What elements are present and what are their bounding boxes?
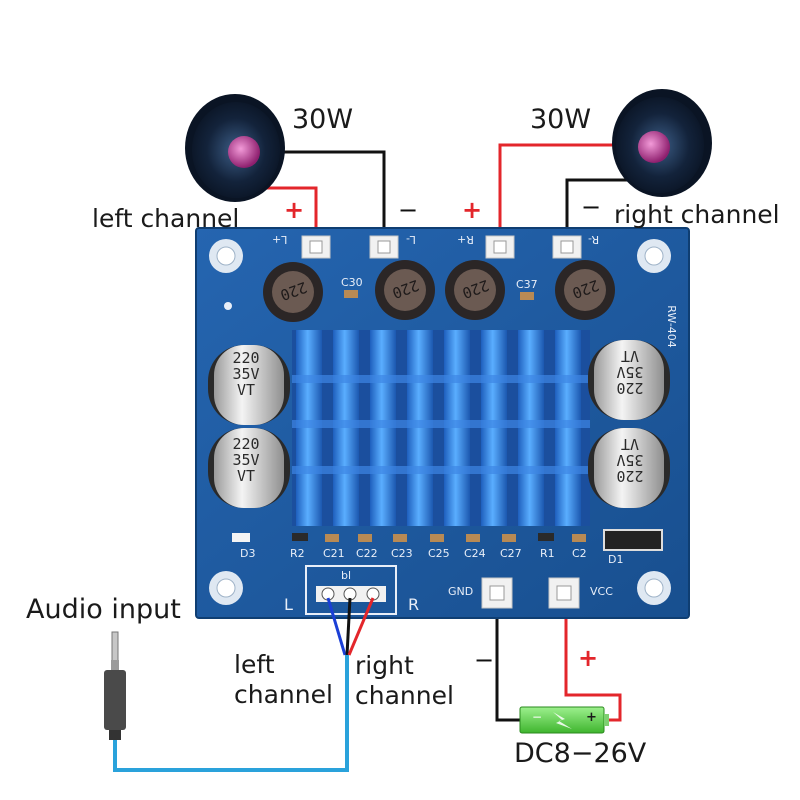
battery-negative-mark: − bbox=[532, 710, 543, 724]
input-header bbox=[305, 565, 397, 615]
power-wires bbox=[495, 598, 622, 722]
smd-components bbox=[232, 529, 663, 551]
smd-label-d3: D3 bbox=[240, 547, 256, 560]
smd-label-c22: C22 bbox=[356, 547, 378, 560]
ground-input-wire bbox=[345, 597, 352, 656]
smd-label-c21: C21 bbox=[323, 547, 345, 560]
input-header-marker: bl bbox=[341, 569, 352, 582]
power-plus-sign: + bbox=[578, 644, 599, 672]
mounting-holes bbox=[209, 239, 671, 605]
board-model-label: RW-404 bbox=[664, 305, 678, 348]
speaker-terminals bbox=[301, 235, 582, 259]
smd-label-c23: C23 bbox=[391, 547, 413, 560]
right-wire-label: right channel bbox=[355, 651, 454, 710]
power-minus-sign: − bbox=[474, 646, 495, 674]
left-speaker-power: 30W bbox=[292, 104, 354, 135]
left-speaker-icon bbox=[185, 94, 285, 202]
left-minus-sign: − bbox=[398, 196, 419, 224]
gnd-label: GND bbox=[448, 585, 474, 598]
terminal-label-left-plus: L+ bbox=[272, 233, 288, 246]
electrolytic-capacitors bbox=[208, 340, 670, 508]
power-terminals bbox=[481, 577, 580, 609]
smd-label-c2: C2 bbox=[572, 547, 587, 560]
right-speaker-red-wire bbox=[498, 143, 622, 240]
left-input-wire bbox=[326, 597, 347, 656]
battery-positive-mark: + bbox=[586, 710, 597, 725]
amplifier-board bbox=[195, 227, 690, 619]
audio-cable bbox=[113, 655, 349, 772]
terminal-label-left-minus: L- bbox=[406, 233, 416, 246]
input-label-l: L bbox=[284, 595, 293, 614]
left-speaker-black-wire bbox=[280, 150, 386, 240]
right-plus-sign: + bbox=[462, 196, 483, 224]
smd-label-r2: R2 bbox=[290, 547, 305, 560]
cap-label-c30: C30 bbox=[341, 276, 363, 289]
left-speaker-red-wire bbox=[260, 186, 318, 240]
right-minus-sign: − bbox=[581, 193, 602, 221]
small-caps bbox=[344, 290, 534, 300]
audio-wires bbox=[113, 597, 375, 772]
gnd-black-wire bbox=[495, 598, 520, 722]
left-plus-sign: + bbox=[284, 196, 305, 224]
smd-label-c25: C25 bbox=[428, 547, 450, 560]
inductors bbox=[263, 260, 615, 322]
audio-jack-icon bbox=[104, 631, 126, 740]
right-channel-label: right channel bbox=[614, 200, 780, 229]
right-input-wire bbox=[347, 597, 375, 656]
input-label-r: R bbox=[408, 595, 420, 614]
smd-label-d1: D1 bbox=[608, 553, 624, 566]
vcc-red-wire bbox=[564, 598, 622, 722]
power-voltage-label: DC8−26V bbox=[514, 738, 647, 769]
vcc-label: VCC bbox=[590, 585, 613, 598]
smd-label-c24: C24 bbox=[464, 547, 486, 560]
terminal-label-right-plus: R+ bbox=[457, 233, 474, 246]
left-wire-label: left channel bbox=[234, 650, 333, 709]
right-speaker-black-wire bbox=[565, 178, 640, 240]
battery-icon bbox=[519, 706, 609, 734]
left-channel-label: left channel bbox=[92, 204, 240, 233]
smd-label-r1: R1 bbox=[540, 547, 555, 560]
terminal-label-right-minus: R- bbox=[588, 233, 600, 246]
right-speaker-icon bbox=[612, 89, 712, 197]
right-speaker-power: 30W bbox=[530, 104, 592, 135]
audio-input-title: Audio input bbox=[26, 594, 181, 625]
smd-label-c27: C27 bbox=[500, 547, 522, 560]
heatsink bbox=[292, 330, 590, 526]
cap-label-c37: C37 bbox=[516, 278, 538, 291]
speaker-wires bbox=[260, 143, 640, 240]
